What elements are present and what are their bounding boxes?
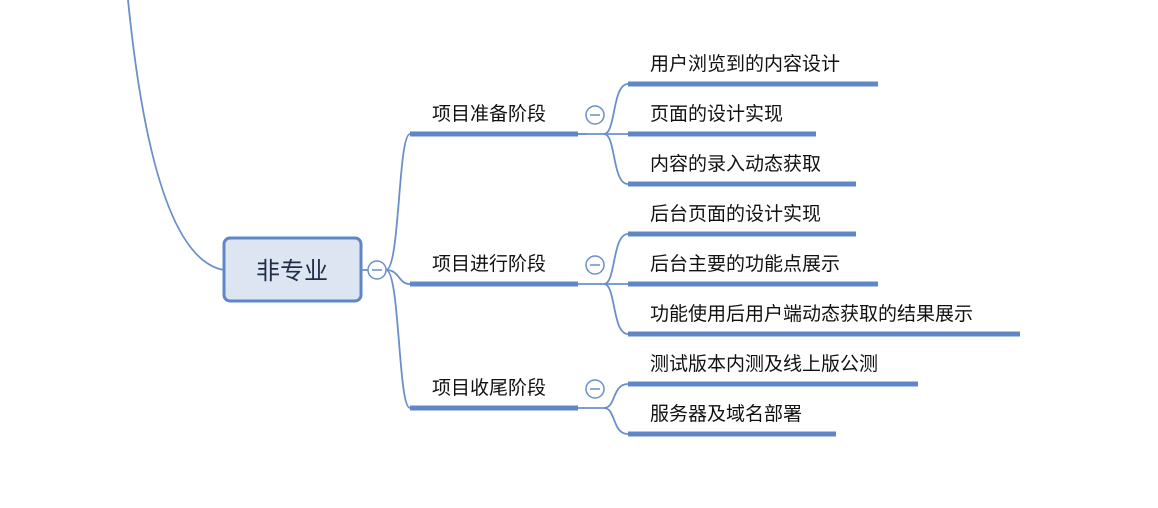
connector-b3-c1 [603,383,629,409]
topic-node-1-2[interactable]: 页面的设计实现 [628,103,816,137]
topic-node-3-2[interactable]: 服务器及域名部署 [628,403,836,437]
root-node-label: 非专业 [256,257,328,285]
topic-node-1-1[interactable]: 用户浏览到的内容设计 [628,53,878,87]
topic-node-2-1[interactable]: 后台页面的设计实现 [628,203,856,237]
collapse-minus-icon[interactable] [585,105,605,125]
branch-node-1[interactable]: 项目准备阶段 [410,103,586,137]
topic-node-1-3[interactable]: 内容的录入动态获取 [628,153,856,187]
collapse-minus-icon[interactable] [585,255,605,275]
topic-node-3-1[interactable]: 测试版本内测及线上版公测 [628,353,918,387]
branch-3-label: 项目收尾阶段 [432,377,546,399]
topic-3-2-label: 服务器及域名部署 [650,403,802,425]
connector-root-branch-1 [385,133,411,271]
connector-b1-c3 [603,133,629,185]
topic-2-2-label: 后台主要的功能点展示 [650,253,840,275]
connector-b3-c2 [603,407,629,435]
topic-2-3-label: 功能使用后用户端动态获取的结果展示 [650,303,973,325]
topic-2-1-label: 后台页面的设计实现 [650,203,821,225]
branch-node-2[interactable]: 项目进行阶段 [410,253,578,287]
topic-1-3-label: 内容的录入动态获取 [650,153,821,175]
connector-b2-c3 [603,283,629,335]
collapse-minus-icon[interactable] [361,260,387,280]
connectors [127,0,629,435]
topic-node-2-3[interactable]: 功能使用后用户端动态获取的结果展示 [628,303,1020,337]
branch-node-3[interactable]: 项目收尾阶段 [410,377,578,411]
branch-2-label: 项目进行阶段 [432,253,546,275]
connector-root-branch-2 [385,269,411,285]
parent-connector [127,0,225,271]
topic-3-1-label: 测试版本内测及线上版公测 [650,353,878,375]
collapse-minus-icon[interactable] [585,379,605,399]
connector-b2-c1 [603,233,629,285]
branch-1-label: 项目准备阶段 [432,103,546,125]
topic-1-2-label: 页面的设计实现 [650,103,783,125]
topic-1-1-label: 用户浏览到的内容设计 [650,53,840,75]
topic-node-2-2[interactable]: 后台主要的功能点展示 [628,253,878,287]
connector-b1-c1 [603,83,629,135]
root-node[interactable]: 非专业 [222,236,363,303]
connector-root-branch-3 [385,269,411,409]
